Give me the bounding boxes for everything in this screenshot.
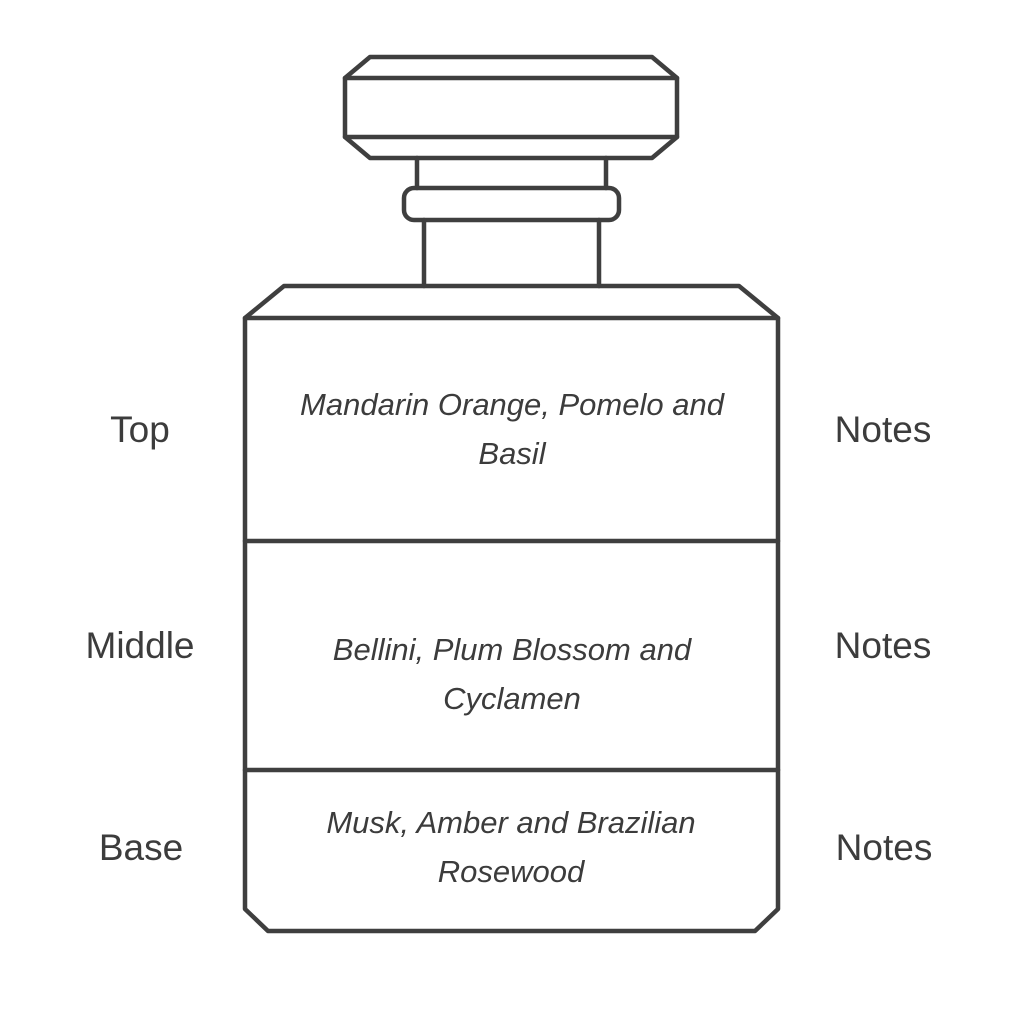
bottle-cap-outline xyxy=(342,54,680,161)
bottle-cap xyxy=(342,54,680,161)
layer-top-left-label: Top xyxy=(110,409,170,450)
layer-middle-notes-line2: Cyclamen xyxy=(443,681,581,716)
layer-top-notes-line2: Basil xyxy=(478,436,546,471)
layer-base-notes-line1: Musk, Amber and Brazilian xyxy=(326,805,695,840)
layer-middle-notes-line1: Bellini, Plum Blossom and xyxy=(333,632,693,667)
bottle-body xyxy=(242,283,781,934)
layer-top-right-label: Notes xyxy=(835,409,932,450)
layer-base: Base Notes Musk, Amber and Brazilian Ros… xyxy=(99,805,933,889)
layer-middle: Middle Notes Bellini, Plum Blossom and C… xyxy=(86,625,932,716)
layer-base-left-label: Base xyxy=(99,827,183,868)
layer-base-notes-line2: Rosewood xyxy=(438,854,586,889)
layer-top-notes-line1: Mandarin Orange, Pomelo and xyxy=(300,387,726,422)
layer-middle-right-label: Notes xyxy=(835,625,932,666)
bottle-neck xyxy=(401,155,622,289)
neck-collar-ring xyxy=(401,185,622,223)
bottle-body-outline xyxy=(242,283,781,934)
layer-top: Top Notes Mandarin Orange, Pomelo and Ba… xyxy=(110,387,931,471)
layer-base-right-label: Notes xyxy=(836,827,933,868)
layer-middle-left-label: Middle xyxy=(86,625,195,666)
